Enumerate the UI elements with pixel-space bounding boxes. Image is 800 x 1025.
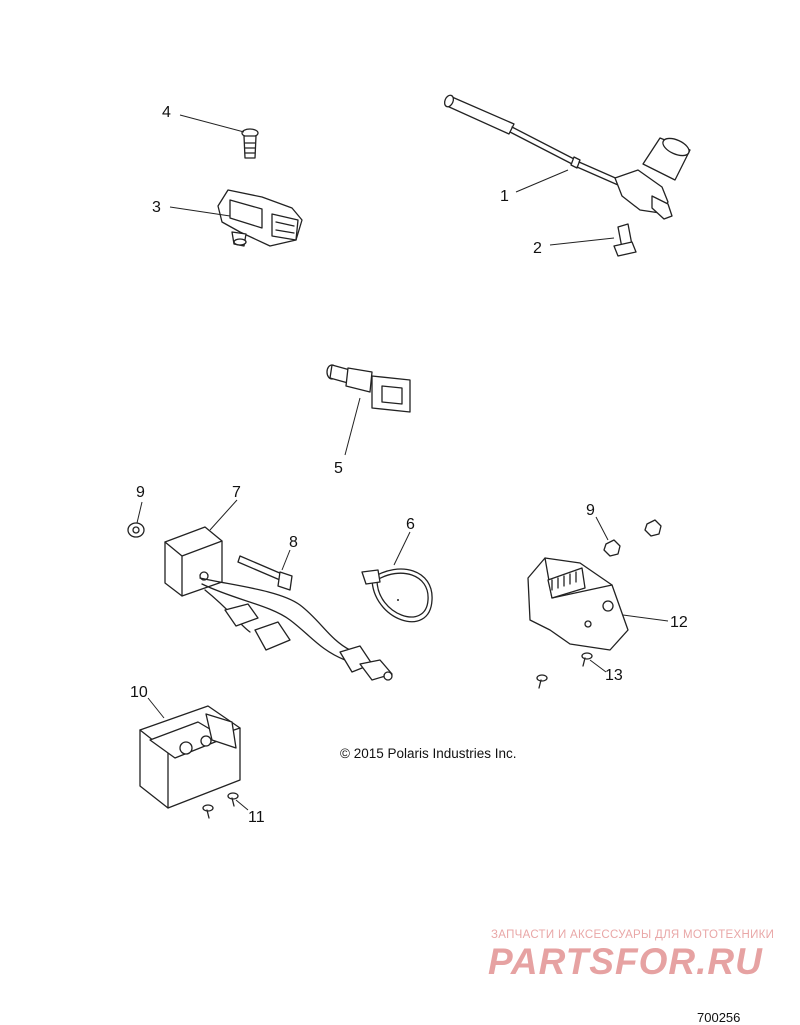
part-13-screw: [536, 652, 593, 689]
copyright-text: © 2015 Polaris Industries Inc.: [340, 746, 517, 761]
callout-9-right: 9: [586, 502, 595, 519]
leader-5: [344, 397, 361, 456]
part-12-bracket: [527, 557, 629, 651]
leader-6: [393, 531, 411, 566]
part-9-nut-right: [603, 519, 662, 557]
part-4-screw: [241, 128, 259, 159]
leader-13: [589, 659, 607, 673]
watermark-logo: PARTSFOR.RU: [488, 941, 763, 982]
leader-10: [147, 697, 165, 719]
part-2-bolt: [613, 223, 637, 257]
part-8-bolt: [237, 555, 293, 591]
leader-2: [549, 237, 615, 246]
part-7-relay-harness: [164, 526, 393, 681]
leader-4: [179, 114, 245, 133]
leader-11: [235, 799, 249, 811]
callout-1: 1: [500, 188, 509, 205]
leader-7: [209, 499, 238, 531]
callout-11: 11: [248, 809, 265, 826]
callout-13: 13: [605, 667, 623, 684]
part-6-cable-tie: [361, 568, 433, 623]
leader-12: [622, 614, 669, 622]
leader-8: [281, 549, 291, 571]
callout-2: 2: [533, 240, 542, 257]
part-5-temp-sensor: [326, 364, 411, 413]
callout-9-left: 9: [136, 484, 145, 501]
callout-7: 7: [232, 484, 241, 501]
callout-8: 8: [289, 534, 298, 551]
callout-10: 10: [130, 684, 148, 701]
part-3-map-sensor: [217, 189, 303, 247]
callout-4: 4: [162, 104, 171, 121]
part-1-speed-sensor: [443, 94, 691, 220]
part-9-nut-left: [127, 522, 145, 538]
watermark-tagline: ЗАПЧАСТИ И АКСЕССУАРЫ ДЛЯ МОТОТЕХНИКИ: [491, 929, 775, 941]
callout-6: 6: [406, 516, 415, 533]
leader-9-left: [136, 501, 143, 524]
callout-5: 5: [334, 460, 343, 477]
leader-1: [515, 169, 569, 193]
diagram-id: 700256: [697, 1010, 741, 1025]
callout-12: 12: [670, 614, 688, 631]
leader-9-right: [595, 516, 609, 541]
leader-3: [169, 206, 231, 217]
callout-3: 3: [152, 199, 161, 216]
part-10-ecu: [139, 705, 241, 809]
part-11-screw: [202, 792, 239, 819]
